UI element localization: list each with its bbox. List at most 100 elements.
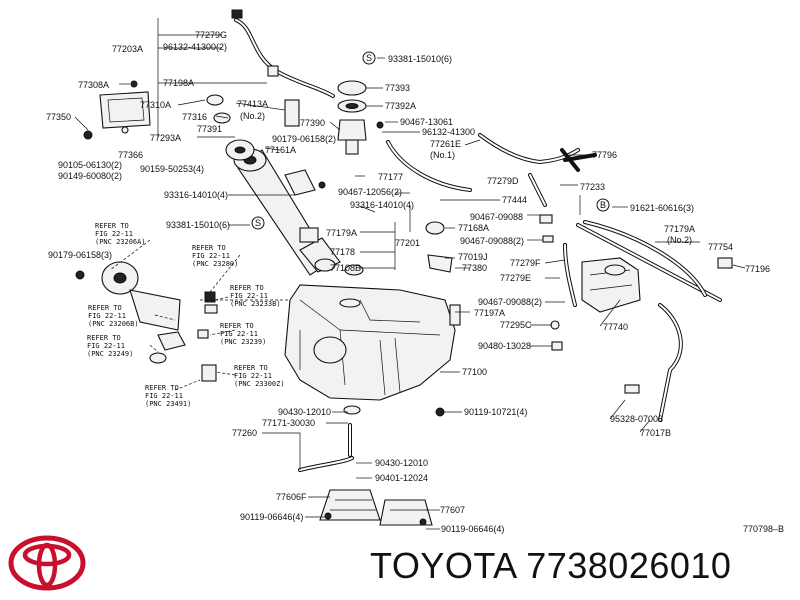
label-77606F: 77606F [276,492,307,502]
svg-text:S: S [255,218,261,228]
label-96132-41300: 96132-41300 [422,127,475,137]
label-77796: 77796 [592,150,617,160]
svg-text:REFER TO: REFER TO [87,334,121,342]
label-90179-06158-3: 90179-06158(3) [48,250,112,260]
vent-lines [386,133,733,422]
refer-block-23300Z: REFER TO FIG 22-11 (PNC 23300Z) [234,364,285,388]
svg-text:S: S [366,53,372,63]
label-77444: 77444 [502,195,527,205]
svg-text:REFER TO: REFER TO [230,284,264,292]
fuel-tank [284,284,456,401]
svg-text:(PNC 23206B): (PNC 23206B) [88,320,139,328]
label-90179-06158-2: 90179-06158(2) [272,134,336,144]
label-77393: 77393 [385,83,410,93]
refer-block-23206B: REFER TO FIG 22-11 (PNC 23206B) [88,304,139,328]
label-77392A: 77392A [385,101,416,111]
refer-block-23233B: REFER TO FIG 22-11 (PNC 23233B) [230,284,281,308]
svg-text:FIG 22-11: FIG 22-11 [87,342,125,350]
label-77295C: 77295C [500,320,532,330]
svg-text:(PNC 23491): (PNC 23491) [145,400,191,408]
label-90480-13028: 90480-13028 [478,341,531,351]
label-77233: 77233 [580,182,605,192]
label-90119-06646-4-left: 90119-06646(4) [240,512,303,522]
breather-hose [231,9,335,98]
label-77197A: 77197A [474,308,505,318]
svg-text:REFER TO: REFER TO [95,222,129,230]
refer-block-23206A: REFER TO FIG 22-11 (PNC 23206A) [95,222,146,246]
label-77201: 77201 [395,238,420,248]
svg-text:FIG 22-11: FIG 22-11 [88,312,126,320]
label-77179A-no2: (No.2) [667,235,692,245]
svg-text:(PNC 23280): (PNC 23280) [192,260,238,268]
label-90401-12024: 90401-12024 [375,473,428,483]
label-77413A-no2: (No.2) [240,111,265,121]
svg-text:(PNC 23300Z): (PNC 23300Z) [234,380,285,388]
label-77100: 77100 [462,367,487,377]
label-77196: 77196 [745,264,770,274]
label-77310A: 77310A [140,100,171,110]
fuel-door [83,80,151,140]
label-90149-60080-2: 90149-60080(2) [58,171,122,181]
svg-text:FIG 22-11: FIG 22-11 [192,252,230,260]
label-90119-06646-4-right: 90119-06646(4) [441,524,504,534]
label-90467-09088-2-a: 90467-09088(2) [460,236,524,246]
svg-text:REFER TO: REFER TO [220,322,254,330]
label-77179A: 77179A [326,228,357,238]
label-77179A-right: 77179A [664,224,695,234]
label-77017B: 77017B [640,428,671,438]
svg-text:REFER TO: REFER TO [145,384,179,392]
toyota-logo-icon [8,535,86,595]
label-77380: 77380 [462,263,487,273]
marker-s-top: S [362,51,376,65]
label-90430-12010-bottom: 90430-12010 [375,458,428,468]
svg-text:(PNC 23249): (PNC 23249) [87,350,133,358]
label-77391: 77391 [197,124,222,134]
charcoal-canister [581,257,641,313]
label-77203A: 77203A [112,44,143,54]
label-91621-60616-3: 91621-60616(3) [630,203,694,213]
label-77171-30030: 77171-30030 [262,418,315,428]
fuel-pump-module [75,261,186,364]
refer-block-23491: REFER TO FIG 22-11 (PNC 23491) [145,384,191,408]
label-77177: 77177 [378,172,403,182]
label-90467-09088-2-b: 90467-09088(2) [478,297,542,307]
brand-name: TOYOTA [370,545,516,586]
refer-leader-lines [109,239,290,391]
label-77019J: 77019J [458,252,488,262]
label-77161A: 77161A [265,145,296,155]
svg-text:(PNC 23206A): (PNC 23206A) [95,238,146,246]
label-77308A: 77308A [78,80,109,90]
svg-text:FIG 22-11: FIG 22-11 [220,330,258,338]
label-90467-12056-2: 90467-12056(2) [338,187,402,197]
label-77279E: 77279E [500,273,531,283]
label-77740: 77740 [603,322,628,332]
svg-text:FIG 22-11: FIG 22-11 [95,230,133,238]
leader-lines [74,18,746,530]
label-77316: 77316 [182,112,207,122]
label-77261E: 77261E [430,139,461,149]
label-77390: 77390 [300,118,325,128]
refer-block-23280: REFER TO FIG 22-11 (PNC 23280) [192,244,238,268]
label-77754: 77754 [708,242,733,252]
refer-block-23239: REFER TO FIG 22-11 (PNC 23239) [220,322,266,346]
label-77178: 77178 [330,247,355,257]
label-93316-14010-4-mid: 93316-14010(4) [350,200,414,210]
label-93316-14010-4-left: 93316-14010(4) [164,190,228,200]
svg-text:REFER TO: REFER TO [192,244,226,252]
label-90430-12010-top: 90430-12010 [278,407,331,417]
part-number: 7738026010 [526,545,732,586]
label-96132-41300-2: 96132-41300(2) [163,42,227,52]
label-77261E-no1: (No.1) [430,150,455,160]
svg-text:FIG 22-11: FIG 22-11 [234,372,272,380]
label-77260: 77260 [232,428,257,438]
label-95328-07008: 95328-07008 [610,414,663,424]
svg-text:FIG 22-11: FIG 22-11 [145,392,183,400]
label-77108B: 77108B [330,263,361,273]
fuel-cap-parts [197,80,367,382]
fuel-tank-exploded-diagram: S S B [46,9,784,534]
diagram-code: 770798–B [743,524,784,534]
label-77413A: 77413A [237,99,268,109]
product-caption: TOYOTA 7738026010 [370,545,731,587]
svg-text:FIG 22-11: FIG 22-11 [230,292,268,300]
label-77279G: 77279G [195,30,227,40]
